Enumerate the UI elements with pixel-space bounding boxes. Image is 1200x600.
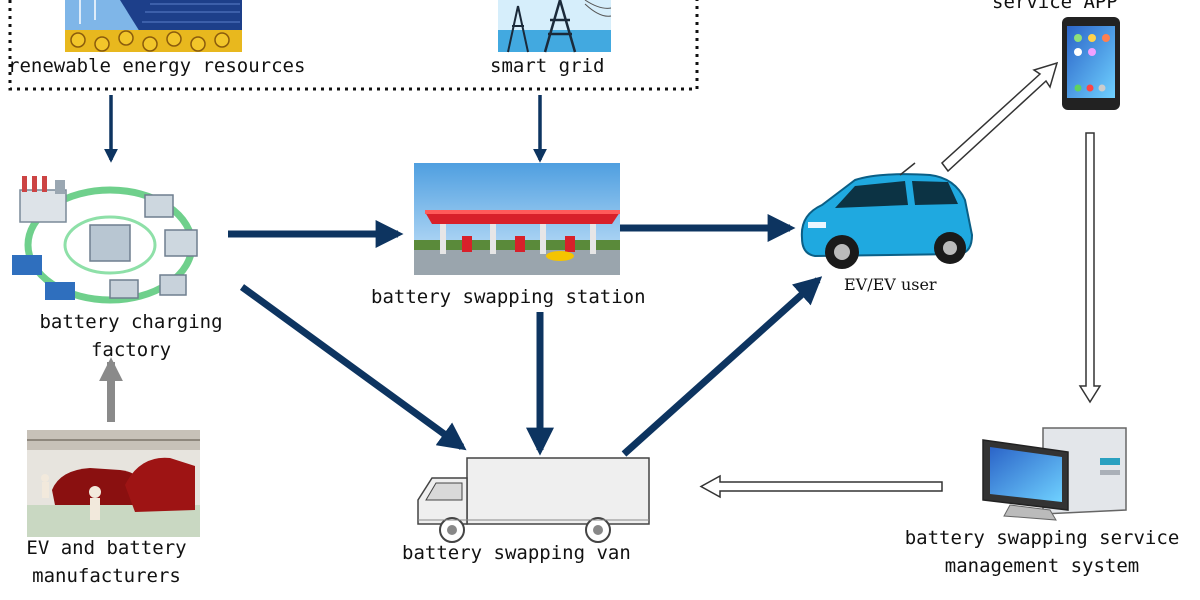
label-service-app: service APP bbox=[992, 0, 1118, 13]
charging-factory-icon bbox=[12, 176, 198, 304]
arrow-mgmt-to-van bbox=[699, 474, 943, 499]
label-manufacturers: EV and battery manufacturers bbox=[4, 534, 209, 590]
energy-sources-boundary bbox=[8, 0, 699, 91]
label-mgmt-line2: management system bbox=[944, 555, 1140, 577]
ev-car-icon bbox=[800, 162, 974, 269]
arrow-factory-to-van bbox=[239, 284, 467, 451]
arrow-app-to-mgmt bbox=[1078, 132, 1102, 404]
label-smart-grid: smart grid bbox=[490, 55, 605, 77]
label-ev-user: EV/EV user bbox=[844, 275, 937, 294]
truck-icon bbox=[417, 457, 650, 543]
label-management-system: battery swapping service management syst… bbox=[886, 524, 1198, 580]
label-charging-factory: battery charging factory bbox=[16, 308, 246, 364]
solar-sunflower-icon bbox=[65, 0, 242, 52]
label-charging-line1: battery charging bbox=[39, 311, 223, 333]
label-swapping-van: battery swapping van bbox=[402, 542, 631, 564]
gas-station-icon bbox=[414, 163, 620, 275]
label-swapping-station: battery swapping station bbox=[371, 286, 646, 308]
label-mgmt-line1: battery swapping service bbox=[904, 527, 1180, 549]
arrow-van-to-ev bbox=[621, 276, 823, 457]
power-tower-icon bbox=[498, 0, 612, 53]
label-renewable-energy: renewable energy resources bbox=[8, 55, 306, 77]
smartphone-icon bbox=[1062, 17, 1120, 110]
label-charging-line2: factory bbox=[90, 339, 172, 361]
label-manufacturers-line1: EV and battery bbox=[26, 537, 187, 559]
computer-icon bbox=[982, 427, 1127, 521]
label-manufacturers-line2: manufacturers bbox=[32, 565, 181, 587]
assembly-line-icon bbox=[27, 430, 200, 537]
arrow-ev-to-app bbox=[940, 61, 1059, 173]
